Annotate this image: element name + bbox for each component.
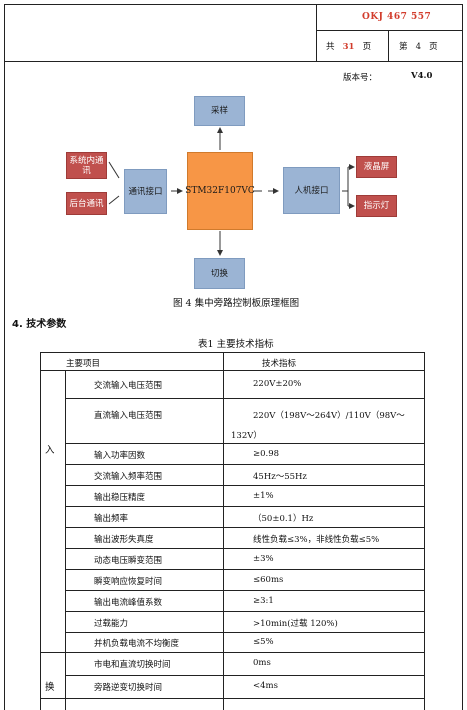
- lcd-block: 液晶屏: [356, 156, 397, 178]
- table-top-border: [40, 352, 425, 353]
- row-border: [65, 590, 425, 591]
- header-spec: 技术指标: [262, 359, 297, 369]
- total-pages: 共 31 页: [326, 40, 371, 52]
- figure-caption: 图 4 集中旁路控制板原理框图: [173, 298, 300, 309]
- page-suffix: 页: [429, 42, 438, 52]
- row-spec: （50±0.1）Hz: [253, 514, 314, 524]
- version-value: V4.0: [411, 71, 433, 81]
- internal-comm-block: 系统内通讯: [66, 152, 107, 179]
- row-border: [65, 527, 425, 528]
- row-spec: 45Hz～55Hz: [253, 472, 307, 482]
- row-item: 交流输入频率范围: [94, 472, 163, 482]
- table-col-divider: [223, 352, 224, 710]
- row-spec: ≥3:1: [253, 596, 274, 606]
- hmi-interface-block: 人机接口: [283, 167, 340, 214]
- page-prefix: 第: [399, 42, 408, 52]
- total-suffix: 页: [362, 42, 372, 52]
- row-border: [65, 675, 425, 676]
- group1-label: 入: [45, 445, 55, 456]
- row-item: 旁路逆变切换时间: [94, 683, 163, 693]
- row-spec: ±1%: [253, 491, 274, 501]
- row-spec: <4ms: [253, 681, 278, 691]
- backend-comm-block: 后台通讯: [66, 192, 107, 215]
- table-right-border: [424, 352, 425, 710]
- header-page-divider: [388, 30, 389, 62]
- table-group1-divider: [65, 370, 66, 652]
- table-left-border: [40, 352, 41, 710]
- row-item: 输出频率: [94, 514, 129, 524]
- row-spec: >10min(过载 120%): [253, 619, 338, 629]
- row-spec: 线性负载≤3%，非线性负载≤5%: [253, 535, 380, 545]
- comm-interface-block: 通讯接口: [124, 169, 167, 214]
- row-item: 瞬变响应恢复时间: [94, 577, 163, 587]
- total-pages-number: 31: [342, 42, 355, 52]
- current-page: 第 4 页: [399, 40, 438, 52]
- row-item: 输出电流峰值系数: [94, 598, 163, 608]
- row-item: 并机负载电流不均衡度: [94, 639, 180, 649]
- row-item: 过载能力: [94, 619, 129, 629]
- table-caption: 表1 主要技术指标: [198, 339, 274, 350]
- group2-label: 换: [45, 682, 55, 693]
- row-border: [65, 398, 425, 399]
- line-backend-comm: [108, 195, 120, 205]
- row-border: [65, 611, 425, 612]
- row-spec: ≥0.98: [253, 449, 280, 459]
- row-border: [65, 569, 425, 570]
- row-border: [65, 485, 425, 486]
- doc-code: OKJ 467 557: [362, 12, 432, 22]
- group-border: [40, 652, 425, 653]
- row-item: 直流输入电压范围: [94, 411, 163, 421]
- table-bottom-border: [40, 698, 425, 699]
- row-border: [65, 443, 425, 444]
- line-internal-comm: [108, 161, 120, 179]
- row-item: 输出稳压精度: [94, 493, 146, 503]
- row-item: 市电和直流切换时间: [94, 660, 171, 670]
- row-spec: ±3%: [253, 554, 274, 564]
- row-spec: 220V±20%: [253, 379, 302, 389]
- header-divider: [316, 4, 317, 62]
- diagram-arrows: [108, 127, 355, 256]
- row-border: [65, 464, 425, 465]
- header-top-border: [4, 4, 463, 5]
- row-spec: ≤5%: [253, 637, 274, 647]
- row-spec: 220V（198V～264V）/110V（98V～: [253, 411, 405, 421]
- version-label: 版本号：: [343, 73, 378, 83]
- header-bottom-border: [4, 61, 463, 62]
- row-spec: 0ms: [253, 658, 271, 668]
- row-spec: ≤60ms: [253, 575, 284, 585]
- indicator-block: 指示灯: [356, 195, 397, 217]
- row-item: 动态电压瞬变范围: [94, 556, 163, 566]
- table-group2-divider: [65, 652, 66, 710]
- header-item: 主要项目: [66, 359, 101, 369]
- total-prefix: 共: [326, 42, 335, 52]
- switching-block: 切换: [194, 258, 245, 289]
- page-right-border: [462, 4, 463, 710]
- row-item: 输入功率因数: [94, 451, 146, 461]
- section-title: 4. 技术参数: [12, 319, 67, 330]
- row-item: 交流输入电压范围: [94, 381, 163, 391]
- sampling-block: 采样: [194, 96, 245, 126]
- page-number: 4: [415, 42, 422, 52]
- row-border: [65, 506, 425, 507]
- row-spec-continued: 132V）: [231, 431, 262, 441]
- row-border: [65, 632, 425, 633]
- page-left-border: [4, 4, 5, 710]
- mcu-block: STM32F107VC: [185, 152, 255, 230]
- header-mid-border: [316, 30, 463, 31]
- row-item: 输出波形失真度: [94, 535, 154, 545]
- table-header-border: [40, 370, 425, 371]
- row-border: [65, 548, 425, 549]
